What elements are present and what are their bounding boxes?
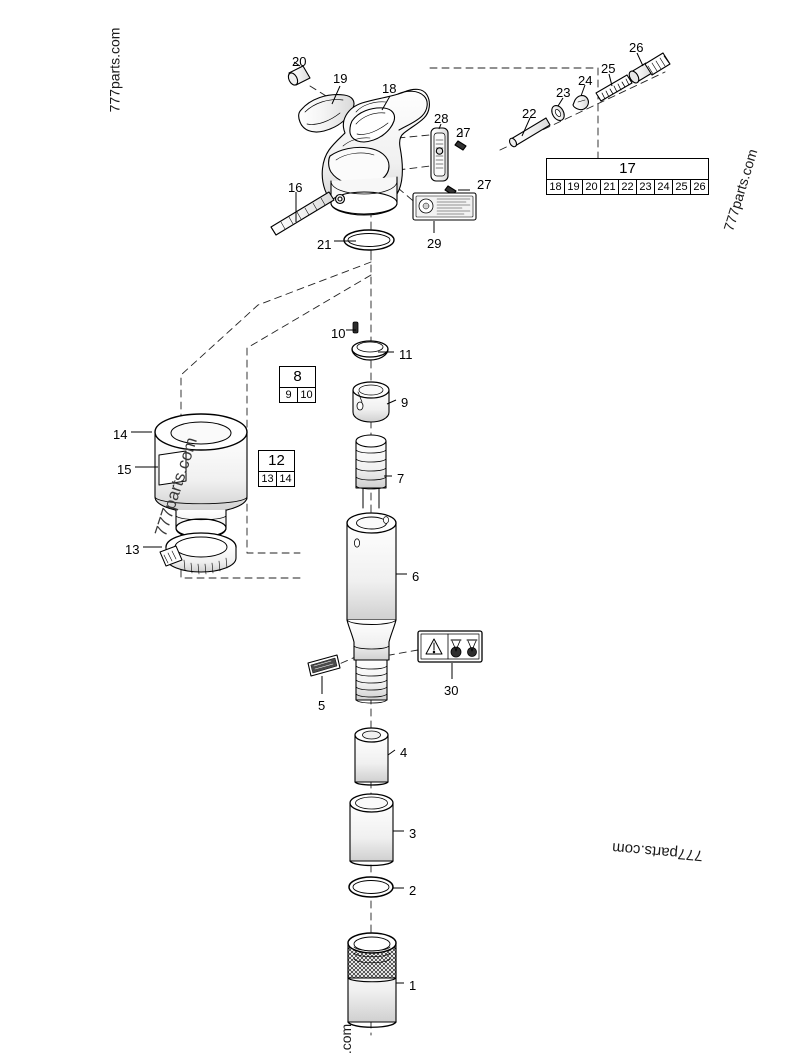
callout-10: 10 bbox=[331, 326, 346, 341]
part-20-pin bbox=[287, 65, 311, 86]
callout-22: 22 bbox=[522, 106, 537, 121]
assembly-17-item-23: 23 bbox=[636, 179, 655, 195]
callout-23: 23 bbox=[556, 85, 571, 100]
assembly-17-item-19: 19 bbox=[564, 179, 583, 195]
part-2-o-ring bbox=[348, 876, 394, 898]
part-14-air-filter bbox=[154, 413, 248, 539]
callout-2: 2 bbox=[409, 883, 417, 898]
part-1-knurled-cap bbox=[347, 932, 397, 1028]
assembly-table-12: 12 13 14 bbox=[258, 450, 295, 487]
assembly-12-item-13: 13 bbox=[258, 471, 277, 487]
assembly-17-item-25: 25 bbox=[672, 179, 691, 195]
callout-13: 13 bbox=[125, 542, 140, 557]
part-5-decal bbox=[307, 654, 341, 677]
callout-26: 26 bbox=[629, 40, 644, 55]
assembly-table-8: 8 9 10 bbox=[279, 366, 316, 403]
callout-4: 4 bbox=[400, 745, 408, 760]
part-27-screws bbox=[444, 140, 467, 196]
callout-18: 18 bbox=[382, 81, 397, 96]
assembly-8-item-9: 9 bbox=[279, 387, 298, 403]
part-28-switch-plate bbox=[430, 127, 449, 182]
watermark-bottom-center: .com bbox=[338, 1023, 355, 1055]
callout-7: 7 bbox=[397, 471, 405, 486]
assembly-17-header: 17 bbox=[546, 158, 709, 180]
part-18-handle-housing bbox=[321, 88, 430, 216]
callout-25: 25 bbox=[601, 61, 616, 76]
callout-5: 5 bbox=[318, 698, 326, 713]
callout-27-lower: 27 bbox=[477, 177, 492, 192]
part-16-rod bbox=[270, 191, 335, 236]
callout-19: 19 bbox=[333, 71, 348, 86]
assembly-17-item-26: 26 bbox=[690, 179, 709, 195]
assembly-17-item-20: 20 bbox=[582, 179, 601, 195]
callout-16: 16 bbox=[288, 180, 303, 195]
part-22-pin bbox=[508, 117, 551, 148]
callout-11: 11 bbox=[399, 347, 413, 362]
part-9-bushing bbox=[352, 381, 390, 423]
callout-21: 21 bbox=[317, 237, 332, 252]
callout-9: 9 bbox=[401, 395, 409, 410]
assembly-17-item-18: 18 bbox=[546, 179, 565, 195]
part-19-trigger bbox=[298, 94, 355, 133]
part-30-warning-decal bbox=[417, 630, 483, 663]
assembly-8-header: 8 bbox=[279, 366, 316, 388]
callout-15: 15 bbox=[117, 462, 132, 477]
callout-27-upper: 27 bbox=[456, 125, 471, 140]
callout-30: 30 bbox=[444, 683, 459, 698]
assembly-8-item-10: 10 bbox=[297, 387, 316, 403]
assembly-17-item-24: 24 bbox=[654, 179, 673, 195]
part-24-ball-valve bbox=[572, 95, 589, 111]
part-3-sleeve bbox=[349, 793, 394, 867]
callout-20: 20 bbox=[292, 54, 307, 69]
assembly-17-item-21: 21 bbox=[600, 179, 619, 195]
part-26-fitting bbox=[628, 52, 671, 84]
part-29-nameplate bbox=[412, 192, 477, 221]
callout-3: 3 bbox=[409, 826, 417, 841]
callout-6: 6 bbox=[412, 569, 420, 584]
part-21-o-ring bbox=[343, 229, 395, 251]
assembly-17-item-22: 22 bbox=[618, 179, 637, 195]
part-4-sleeve bbox=[354, 727, 389, 786]
assembly-12-header: 12 bbox=[258, 450, 295, 472]
callout-29: 29 bbox=[427, 236, 442, 251]
assembly-12-item-14: 14 bbox=[276, 471, 295, 487]
part-7-threaded-stem bbox=[355, 434, 387, 509]
part-25-spring bbox=[595, 74, 633, 102]
part-23-washer bbox=[551, 104, 565, 122]
callout-28: 28 bbox=[434, 111, 449, 126]
part-11-washer bbox=[351, 340, 389, 361]
part-13-hose-clamp bbox=[159, 532, 237, 575]
callout-14: 14 bbox=[113, 427, 128, 442]
watermark-top-left: 777parts.com bbox=[106, 27, 123, 113]
callout-24: 24 bbox=[578, 73, 593, 88]
part-6-cylinder-body bbox=[346, 512, 397, 704]
callout-1: 1 bbox=[409, 978, 417, 993]
assembly-table-17: 17 18 19 20 21 22 23 24 25 26 bbox=[546, 158, 709, 195]
